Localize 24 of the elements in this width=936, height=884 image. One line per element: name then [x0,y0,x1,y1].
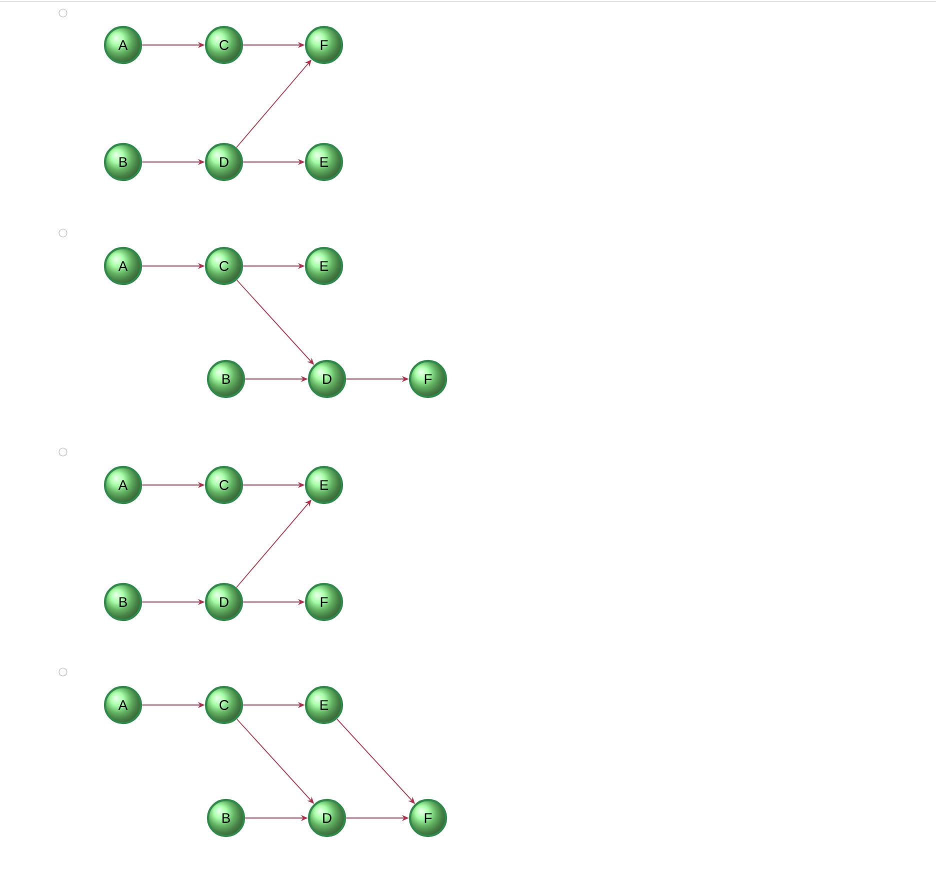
circle-node: B [206,798,246,838]
circle-node: C [204,26,244,64]
circle-node: E [304,686,344,724]
circle-node: B [104,142,142,182]
circle-node: E [304,246,344,286]
circle-node: C [204,466,244,504]
circle-node: A [104,26,142,64]
circle-node: F [408,360,448,398]
circle-node: E [304,466,344,504]
circle-node: D [308,798,346,838]
circle-node: D [204,142,244,182]
circle-node: F [304,26,344,64]
circle-node: B [104,582,142,622]
circle-node: A [104,246,142,286]
circle-node: D [204,582,244,622]
circle-node: A [104,466,142,504]
circle-node: C [204,246,244,286]
circle-node: F [408,798,448,838]
circle-node: E [304,142,344,182]
circle-node: A [104,686,142,724]
circle-node: B [206,360,246,398]
circle-node: C [204,686,244,724]
circle-node: D [308,360,346,398]
circle-node: F [304,582,344,622]
